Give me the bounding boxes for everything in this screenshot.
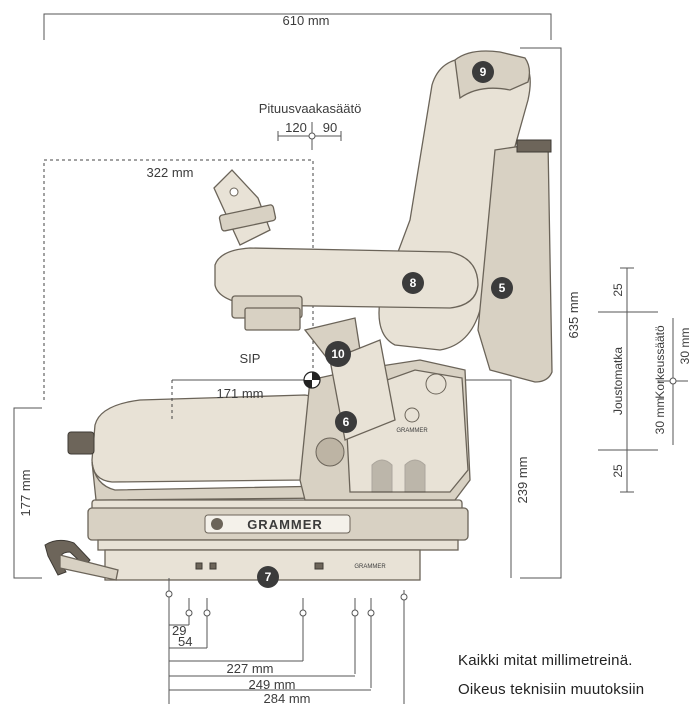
svg-text:GRAMMER: GRAMMER — [396, 428, 428, 434]
svg-text:8: 8 — [410, 276, 417, 290]
svg-text:7: 7 — [265, 570, 272, 584]
sip-offset-label: 171 mm — [217, 386, 264, 401]
sip-point: SIP 171 mm — [171, 351, 321, 420]
sip-label: SIP — [240, 351, 261, 366]
sip-height-label: 239 mm — [515, 457, 530, 504]
svg-text:10: 10 — [331, 347, 345, 361]
svg-text:5: 5 — [499, 281, 506, 295]
mount-29-label: 29 — [172, 623, 186, 638]
overall-width-dimension: 610 mm — [43, 13, 552, 40]
note-units: Kaikki mitat millimetreinä. — [458, 652, 633, 669]
brand-label: GRAMMER — [247, 517, 323, 532]
callout-8: 8 — [402, 272, 424, 294]
callout-7: 9 — [472, 61, 494, 83]
travel-top-label: 25 — [611, 283, 625, 297]
longitudinal-title: Pituusvaakasäätö — [259, 101, 362, 116]
height-adjust-label: Korkeussäätö — [653, 325, 667, 399]
mounting-dimensions: 29 54 227 mm 249 mm 284 mm — [165, 578, 408, 706]
callout-5: 5 — [491, 277, 513, 299]
mount-227-label: 227 mm — [227, 661, 274, 676]
height-up-label: 30 mm — [678, 328, 692, 365]
backrest-depth-label: 322 mm — [147, 165, 194, 180]
total-height-dimension: 635 mm — [520, 47, 581, 579]
svg-text:GRAMMER: GRAMMER — [354, 564, 386, 570]
longitudinal-back: 120 — [285, 120, 307, 135]
base-height-dimension: 177 mm — [13, 407, 42, 579]
longitudinal-adjustment: Pituusvaakasäätö 120 90 — [259, 101, 362, 150]
overall-width-label: 610 mm — [283, 13, 330, 28]
callout-6: 6 — [335, 411, 357, 433]
travel-bottom-label: 25 — [611, 464, 625, 478]
travel-label: Joustomatka — [611, 347, 625, 415]
svg-text:9: 9 — [480, 65, 487, 79]
height-down-label: 30 mm — [653, 398, 667, 435]
callout-10: 10 — [325, 341, 351, 367]
mount-54-label: 54 — [178, 634, 192, 649]
note-rights: Oikeus teknisiin muutoksiin — [458, 681, 645, 698]
longitudinal-forward: 90 — [323, 120, 337, 135]
base-height-label: 177 mm — [18, 470, 33, 517]
sip-height-dimension: 239 mm — [172, 379, 530, 578]
svg-text:6: 6 — [343, 415, 350, 429]
total-height-label: 635 mm — [566, 292, 581, 339]
mount-249-label: 249 mm — [249, 677, 296, 692]
mount-284-label: 284 mm — [264, 691, 311, 704]
callout-9: 7 — [257, 566, 279, 588]
suspension-dimension: 25 Joustomatka 25 Korkeussäätö 30 mm 30 … — [598, 267, 692, 493]
